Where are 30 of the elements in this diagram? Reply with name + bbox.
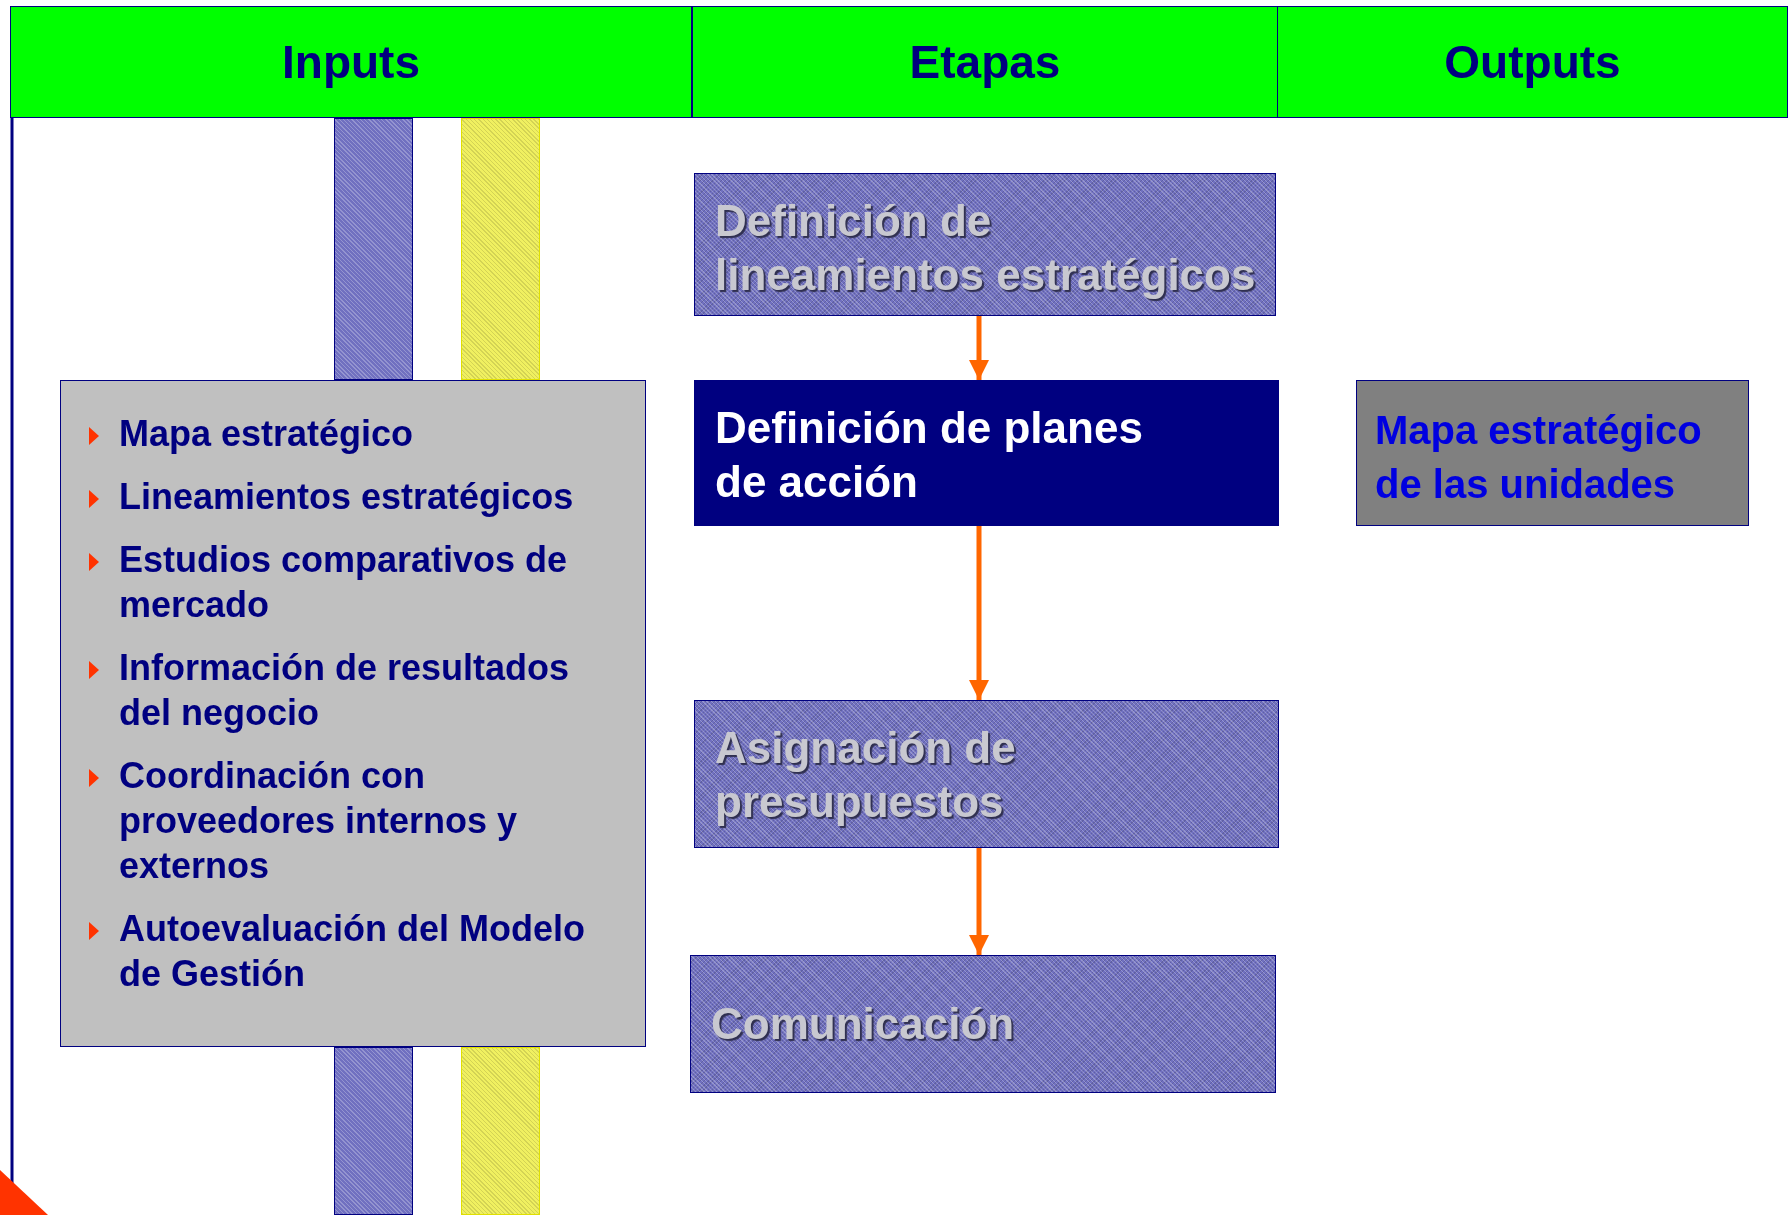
list-item: Mapa estratégico xyxy=(119,412,415,456)
list-item: Coordinación con proveedores internos y externos xyxy=(119,754,519,888)
header-text: Etapas xyxy=(909,35,1061,89)
input-list-box xyxy=(60,380,646,1047)
box-text: Mapa estratégico de las unidades xyxy=(1375,407,1703,508)
list-item: Estudios comparativos de mercado xyxy=(119,538,569,627)
vertical-band xyxy=(334,1047,413,1215)
list-item: Información de resultados del negocio xyxy=(119,646,571,735)
list-item: Autoevaluación del Modelo de Gestión xyxy=(119,907,587,996)
arrow xyxy=(969,526,989,700)
process-box xyxy=(694,173,1276,316)
process-box xyxy=(694,380,1279,526)
vertical-band xyxy=(334,118,413,380)
list-item: Lineamientos estratégicos xyxy=(119,475,575,519)
arrow xyxy=(969,316,989,380)
arrow xyxy=(969,848,989,955)
column-header xyxy=(10,6,692,118)
process-box xyxy=(694,700,1279,848)
box-text: Asignación de presupuestos xyxy=(715,722,1017,828)
output-box xyxy=(1356,380,1749,526)
header-text: Outputs xyxy=(1444,35,1621,89)
process-box xyxy=(690,955,1276,1093)
box-text: Definición de planes de acción xyxy=(715,402,1144,508)
vertical-band xyxy=(461,1047,540,1215)
column-header xyxy=(692,6,1278,118)
header-text: Inputs xyxy=(282,35,420,89)
box-text: Definición de lineamientos estratégicos xyxy=(715,195,1257,301)
vertical-band xyxy=(461,118,540,380)
box-text: Comunicación xyxy=(711,998,1015,1050)
column-header xyxy=(1277,6,1788,118)
